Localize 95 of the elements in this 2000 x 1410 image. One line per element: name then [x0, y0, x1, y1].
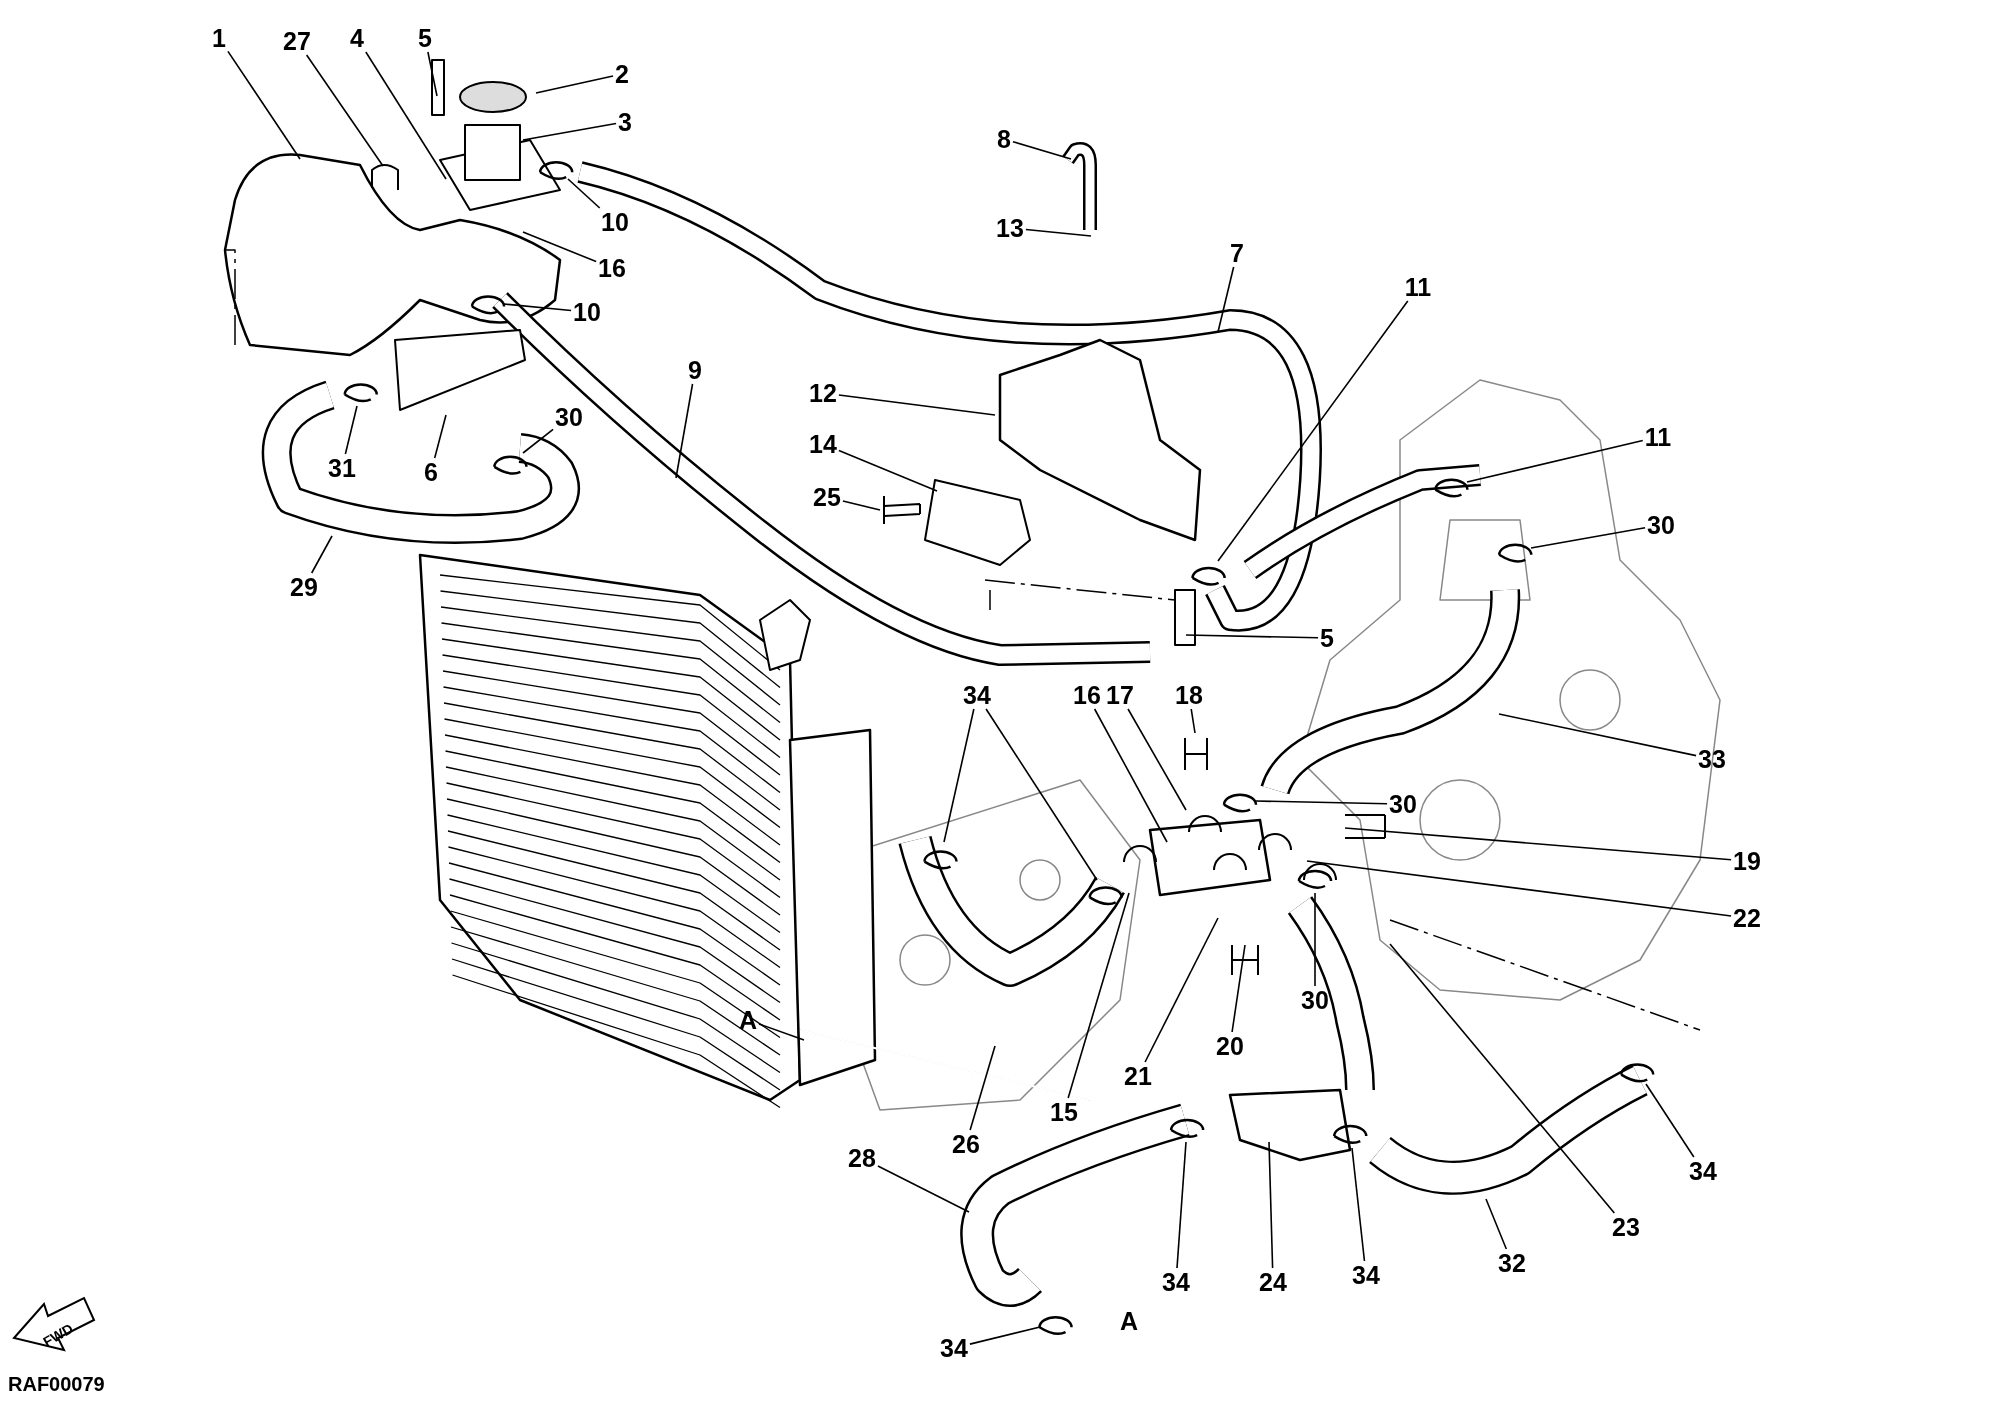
- callout-number: 34: [938, 1334, 970, 1362]
- leader-line: [1530, 527, 1646, 549]
- leader-line: [1255, 800, 1388, 805]
- callout-number: 34: [1350, 1261, 1382, 1289]
- leader-line: [877, 1165, 970, 1213]
- callout-number: 6: [422, 458, 440, 486]
- drawing-code: RAF00079: [8, 1373, 105, 1396]
- leader-line: [838, 449, 938, 492]
- callout-number: 13: [994, 214, 1026, 242]
- callout-number: 30: [1299, 986, 1331, 1014]
- leader-line: [1025, 228, 1092, 237]
- leader-line: [503, 303, 572, 312]
- callout-number: 34: [961, 681, 993, 709]
- leader-line: [943, 708, 975, 843]
- leader-line: [1067, 892, 1130, 1099]
- leader-line: [985, 708, 1098, 881]
- callout-number: 21: [1122, 1062, 1154, 1090]
- callout-number: 17: [1104, 681, 1136, 709]
- callout-number: 33: [1696, 745, 1728, 773]
- callout-number: 8: [995, 125, 1013, 153]
- leader-line: [1389, 943, 1616, 1214]
- leader-line: [535, 75, 614, 94]
- leader-line: [344, 405, 358, 455]
- callout-number: 4: [348, 24, 366, 52]
- callout-number: 30: [1387, 790, 1419, 818]
- callout-number: 5: [416, 24, 434, 52]
- callout-number: 18: [1173, 681, 1205, 709]
- leader-line: [1466, 439, 1644, 483]
- leader-line: [1217, 266, 1235, 333]
- callout-number: 2: [613, 60, 631, 88]
- callout-number: 15: [1048, 1098, 1080, 1126]
- callout-number: 32: [1496, 1249, 1528, 1277]
- leader-line: [969, 1045, 996, 1131]
- leader-line: [1231, 944, 1246, 1033]
- leader-line: [1176, 1141, 1187, 1269]
- leader-line: [842, 500, 881, 511]
- leader-line: [1498, 713, 1697, 757]
- callout-number: 9: [686, 356, 704, 384]
- callout-number: 23: [1610, 1213, 1642, 1241]
- reference-letter: A: [1120, 1307, 1139, 1336]
- callout-number: 20: [1214, 1032, 1246, 1060]
- leader-line: [1190, 708, 1196, 734]
- leader-line: [758, 1023, 805, 1041]
- leader-line: [427, 51, 438, 97]
- leader-line: [365, 51, 447, 180]
- leader-line: [1351, 1147, 1366, 1262]
- callout-number: 16: [1071, 681, 1103, 709]
- callout-number: 28: [846, 1144, 878, 1172]
- callout-number: 34: [1687, 1157, 1719, 1185]
- callout-number: 12: [807, 379, 839, 407]
- callout-number: A: [736, 1006, 760, 1034]
- callout-number: 19: [1731, 847, 1763, 875]
- callout-number: 10: [571, 298, 603, 326]
- callout-number: 26: [950, 1130, 982, 1158]
- callout-number: 29: [288, 573, 320, 601]
- leader-line: [567, 178, 601, 209]
- leader-line: [305, 54, 384, 167]
- callout-number: 30: [553, 403, 585, 431]
- leader-line: [1485, 1198, 1508, 1250]
- callout-number: 34: [1160, 1268, 1192, 1296]
- leader-line: [1127, 708, 1187, 811]
- leader-line: [522, 428, 554, 454]
- callout-number: 22: [1731, 904, 1763, 932]
- leader-line: [522, 231, 597, 263]
- leader-line: [838, 394, 996, 416]
- leader-line: [969, 1326, 1041, 1345]
- leader-line: [1012, 140, 1072, 160]
- callout-number: 5: [1318, 624, 1336, 652]
- callout-number: 11: [1402, 273, 1434, 301]
- leader-line: [310, 535, 333, 574]
- callout-number: 14: [807, 430, 839, 458]
- leader-line: [1268, 1141, 1274, 1269]
- callout-number: 11: [1642, 423, 1674, 451]
- leader-line: [1185, 634, 1319, 639]
- leader-line: [1344, 827, 1732, 861]
- callout-number: 7: [1228, 239, 1246, 267]
- leader-line: [1306, 860, 1732, 917]
- leader-line: [1093, 708, 1168, 843]
- leader-line: [227, 50, 301, 160]
- callout-number: 27: [281, 27, 313, 55]
- leader-line: [1645, 1083, 1695, 1158]
- leader-line: [1144, 917, 1219, 1063]
- leader-line: [433, 414, 447, 459]
- callout-number: 16: [596, 254, 628, 282]
- leader-line: [1217, 300, 1409, 562]
- callout-number: 25: [811, 483, 843, 511]
- callout-number: 1: [210, 24, 228, 52]
- leader-line: [1314, 892, 1316, 987]
- leader-line: [675, 383, 694, 479]
- callout-number: 10: [599, 208, 631, 236]
- callout-number: 3: [616, 108, 634, 136]
- callout-number: 30: [1645, 511, 1677, 539]
- callout-number: 24: [1257, 1268, 1289, 1296]
- leader-line: [522, 122, 617, 141]
- callout-number: 31: [326, 454, 358, 482]
